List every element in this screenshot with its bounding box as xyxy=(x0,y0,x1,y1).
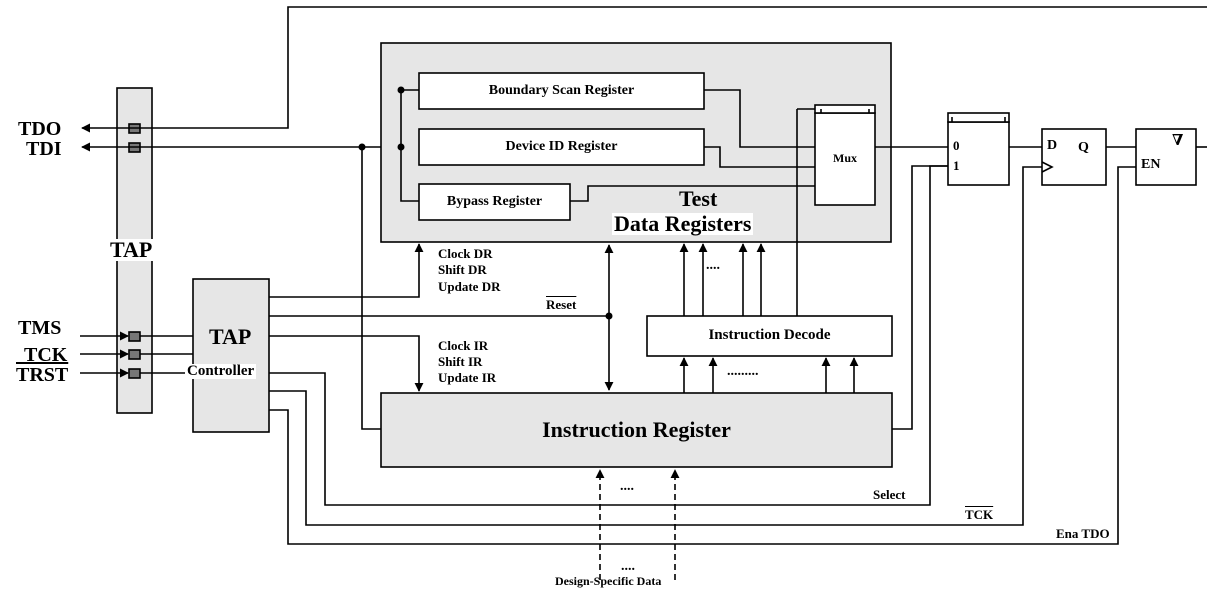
tap-bar-label: TAP xyxy=(108,237,155,262)
test-data-registers-heading-line2: Data Registers xyxy=(612,211,754,236)
enable-buffer xyxy=(1135,128,1197,186)
instruction-register xyxy=(380,392,893,468)
enable-buffer-en-label: EN xyxy=(1141,157,1161,172)
output-mux-select-port xyxy=(947,112,1010,123)
tms-pin xyxy=(128,331,141,342)
device-id-register-label: Device ID Register xyxy=(505,138,618,154)
ena-tdo-label: Ena TDO xyxy=(1056,526,1110,541)
ir-inputs-ellipsis: .... xyxy=(620,479,634,494)
tap-controller xyxy=(192,278,270,433)
ena-tdo-wire xyxy=(269,166,1136,545)
tck-inverted-wire xyxy=(269,166,1042,526)
tdi-label: TDI xyxy=(26,138,62,160)
instruction-decode-label: Instruction Decode xyxy=(708,327,831,344)
tck-pin xyxy=(128,349,141,360)
shift-ir-label: Shift IR xyxy=(438,354,483,369)
flip-flop-q-label: Q xyxy=(1078,140,1089,155)
tdo-label: TDO xyxy=(18,118,62,140)
flip-flop-d-label: D xyxy=(1047,138,1058,153)
decode-outputs-ellipsis: .... xyxy=(706,258,720,273)
test-data-registers-heading-line1: Test xyxy=(679,186,718,211)
tristate-symbol-icon: ∇ xyxy=(1172,133,1184,149)
mux-select-port xyxy=(814,104,876,114)
tap-controller-subtitle: Controller xyxy=(185,363,257,379)
design-data-ellipsis: .... xyxy=(621,559,635,574)
tck-label: TCK xyxy=(24,344,68,366)
update-ir-label: Update IR xyxy=(438,370,497,385)
tap-controller-title: TAP xyxy=(209,324,252,349)
tck-inverted-label: TCK xyxy=(965,507,994,522)
tms-label: TMS xyxy=(18,317,62,339)
device-id-register xyxy=(418,128,705,166)
trst-pin xyxy=(128,368,141,379)
shift-dr-label: Shift DR xyxy=(438,262,487,277)
clock-ir-label: Clock IR xyxy=(438,338,489,353)
bypass-register-label: Bypass Register xyxy=(446,193,543,209)
reset-label: Reset xyxy=(546,297,577,312)
ir-outputs-ellipsis: ......... xyxy=(727,364,759,379)
trst-label: TRST xyxy=(16,364,69,386)
boundary-scan-register-label: Boundary Scan Register xyxy=(488,82,635,98)
output-mux-input1-label: 1 xyxy=(953,158,960,173)
select-label: Select xyxy=(873,487,906,502)
clock-dr-label: Clock DR xyxy=(438,246,493,261)
output-mux-input0-label: 0 xyxy=(953,138,960,153)
instruction-register-label: Instruction Register xyxy=(542,417,731,443)
bypass-register xyxy=(418,183,571,221)
tdo-wire xyxy=(81,6,1207,133)
update-dr-label: Update DR xyxy=(438,279,501,294)
design-specific-data-label: Design-Specific Data xyxy=(555,574,662,588)
instruction-decode xyxy=(646,315,893,357)
output-mux xyxy=(947,121,1010,186)
boundary-scan-register xyxy=(418,72,705,110)
d-flip-flop xyxy=(1041,128,1107,186)
mux-label: Mux xyxy=(833,150,857,165)
tdi-ir-branch xyxy=(361,147,381,430)
